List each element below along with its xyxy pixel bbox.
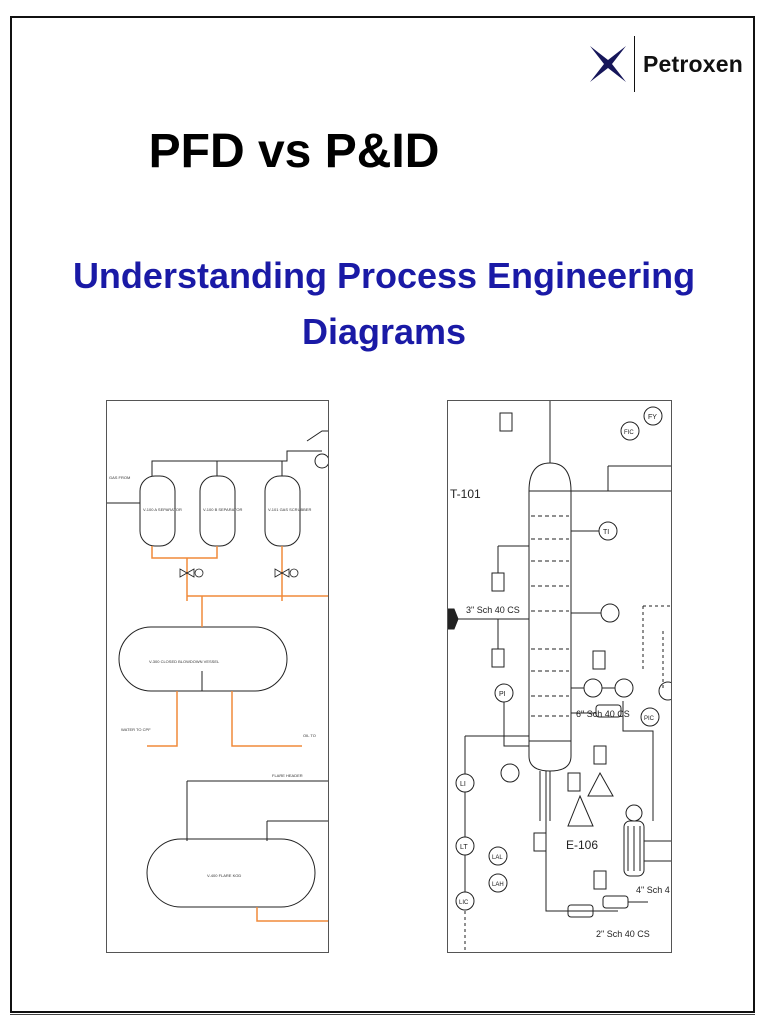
- pfd-flare-label: V-400 FLARE KOD: [207, 873, 241, 878]
- pid-tower-label: T-101: [450, 487, 481, 501]
- pfd-feed-label: GAS FROM: [109, 475, 130, 480]
- pid-exchanger-label: E-106: [566, 838, 598, 852]
- pfd-oil-label: OIL TO: [303, 733, 316, 738]
- pfd-v1-label: V-100 A SEPARATOR: [143, 507, 182, 512]
- pid-pipe3-label: 4" Sch 4: [636, 885, 670, 895]
- pid-lal-label: LAL: [492, 855, 503, 861]
- petroxen-logo: Petroxen: [588, 36, 743, 92]
- pid-fy-label: FY: [648, 414, 657, 421]
- pfd-water-label: WATER TO CPF: [121, 727, 151, 732]
- page-title: PFD vs P&ID: [148, 125, 440, 178]
- brand-name: Petroxen: [643, 50, 744, 77]
- pid-lic-label: LIC: [459, 900, 469, 906]
- page-frame-bottom-line: [10, 1014, 755, 1015]
- pid-lt-label: LT: [460, 844, 468, 851]
- pid-pipe4-label: 2" Sch 40 CS: [596, 929, 650, 939]
- pid-pipe1-label: 3" Sch 40 CS: [466, 605, 520, 615]
- pid-diagram: T-101 3" Sch 40 CS 6" Sch 40 CS E-106 4"…: [447, 400, 672, 953]
- page-frame-bottom: [10, 1011, 755, 1013]
- pid-pi-label: PI: [499, 691, 506, 698]
- pid-fic-label: FIC: [624, 430, 634, 436]
- pfd-diagram: GAS FROM V-100 A SEPARATOR V-100 B SEPAR…: [106, 400, 329, 953]
- pid-li-label: LI: [460, 781, 466, 788]
- pfd-v3-label: V-101 GAS SCRUBBER: [268, 507, 311, 512]
- petroxen-star-icon: [590, 46, 626, 82]
- pid-pipe2-label: 6" Sch 40 CS: [576, 709, 630, 719]
- pid-ti-label: TI: [603, 529, 609, 536]
- pfd-v2-label: V-100 B SEPARATOR: [203, 507, 242, 512]
- pid-lah-label: LAH: [492, 882, 504, 888]
- pfd-flare-header-label: FLARE HEADER: [272, 773, 303, 778]
- pid-pic-label: PIC: [644, 716, 655, 722]
- logo-divider: [634, 36, 635, 92]
- page-subtitle: Understanding Process Engineering Diagra…: [72, 255, 696, 352]
- pfd-drum-label: V-300 CLOSED BLOWDOWN VESSEL: [149, 659, 220, 664]
- page-frame: [10, 16, 755, 1012]
